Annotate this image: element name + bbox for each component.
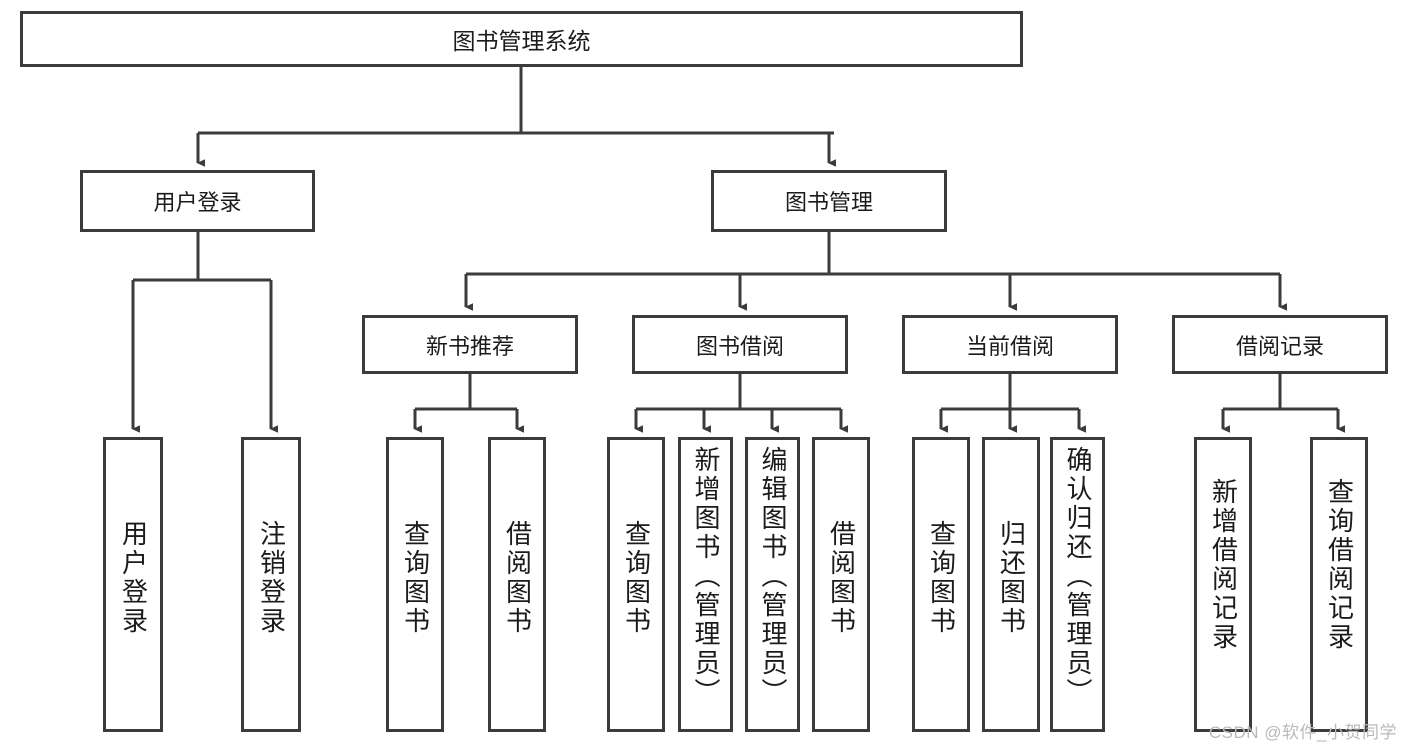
node-leaf-edit-book[interactable]: 编辑图书（管理员） xyxy=(745,437,800,732)
node-current-borrow[interactable]: 当前借阅 xyxy=(902,315,1118,374)
node-leaf-edit-book-label: 编辑图书（管理员） xyxy=(758,446,789,707)
node-leaf-query-book-2-label: 查询图书 xyxy=(621,520,652,636)
watermark: CSDN @软件_小贺同学 xyxy=(1208,723,1397,742)
node-current-borrow-label: 当前借阅 xyxy=(965,333,1054,359)
node-book-manage[interactable]: 图书管理 xyxy=(711,170,947,232)
node-leaf-query-record-label: 查询借阅记录 xyxy=(1324,478,1355,652)
node-leaf-add-record-label: 新增借阅记录 xyxy=(1208,478,1239,652)
node-root[interactable]: 图书管理系统 xyxy=(20,11,1023,67)
node-borrow-record[interactable]: 借阅记录 xyxy=(1172,315,1388,374)
node-book-borrow-label: 图书借阅 xyxy=(695,333,784,359)
node-leaf-user-logout[interactable]: 注销登录 xyxy=(241,437,301,732)
node-leaf-borrow-book-2[interactable]: 借阅图书 xyxy=(812,437,870,732)
node-leaf-add-book[interactable]: 新增图书（管理员） xyxy=(678,437,733,732)
node-leaf-confirm-return-label: 确认归还（管理员） xyxy=(1063,446,1094,707)
node-new-book-recommend-label: 新书推荐 xyxy=(425,333,514,359)
node-leaf-return-book[interactable]: 归还图书 xyxy=(982,437,1040,732)
node-leaf-add-book-label: 新增图书（管理员） xyxy=(691,446,722,707)
node-new-book-recommend[interactable]: 新书推荐 xyxy=(362,315,578,374)
node-leaf-borrow-book-1-label: 借阅图书 xyxy=(502,520,533,636)
node-leaf-user-login-label: 用户登录 xyxy=(118,520,149,636)
node-leaf-query-book-1-label: 查询图书 xyxy=(400,520,431,636)
node-leaf-borrow-book-2-label: 借阅图书 xyxy=(826,520,857,636)
node-leaf-borrow-book-1[interactable]: 借阅图书 xyxy=(488,437,546,732)
node-leaf-user-login[interactable]: 用户登录 xyxy=(103,437,163,732)
node-leaf-query-book-1[interactable]: 查询图书 xyxy=(386,437,444,732)
node-leaf-user-logout-label: 注销登录 xyxy=(256,520,287,636)
node-user-login-label: 用户登录 xyxy=(153,190,242,215)
node-borrow-record-label: 借阅记录 xyxy=(1235,333,1324,359)
node-book-manage-label: 图书管理 xyxy=(784,190,873,215)
node-leaf-add-record[interactable]: 新增借阅记录 xyxy=(1194,437,1252,732)
node-leaf-query-book-3[interactable]: 查询图书 xyxy=(912,437,970,732)
node-leaf-query-book-2[interactable]: 查询图书 xyxy=(607,437,665,732)
node-user-login[interactable]: 用户登录 xyxy=(80,170,315,232)
node-leaf-query-record[interactable]: 查询借阅记录 xyxy=(1310,437,1368,732)
node-leaf-return-book-label: 归还图书 xyxy=(996,520,1027,636)
node-root-label: 图书管理系统 xyxy=(452,28,591,54)
node-leaf-query-book-3-label: 查询图书 xyxy=(926,520,957,636)
node-leaf-confirm-return[interactable]: 确认归还（管理员） xyxy=(1050,437,1105,732)
node-book-borrow[interactable]: 图书借阅 xyxy=(632,315,848,374)
